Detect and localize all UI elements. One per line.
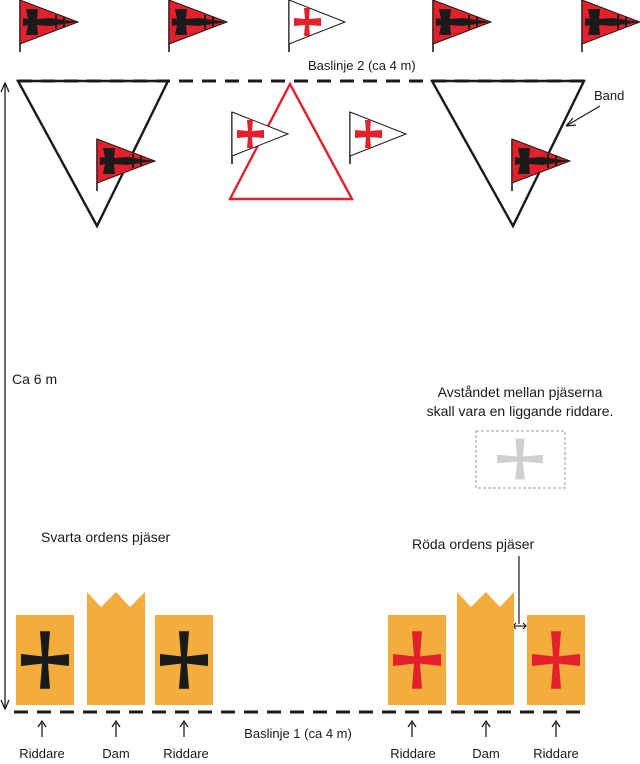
distance-arrow-top-head	[0, 81, 10, 93]
black-order-flag-icon	[432, 0, 492, 53]
piece-label-dam: Dam	[102, 746, 129, 761]
left-black-triangle	[15, 79, 170, 229]
red-order-flag-icon	[288, 0, 346, 53]
black-order-flag-icon	[19, 0, 79, 53]
black-order-flag-icon	[168, 0, 228, 53]
arrow-up-icon	[481, 720, 491, 738]
piece-label-dam: Dam	[472, 746, 499, 761]
piece-label-riddare: Riddare	[533, 746, 579, 761]
red-order-flag-icon	[231, 111, 289, 165]
arrow-up-icon	[179, 720, 189, 738]
black-queen	[87, 592, 145, 705]
band-pointer-arrow	[565, 105, 601, 127]
lying-knight-outline	[475, 430, 566, 489]
band-pointer-arrowhead	[565, 117, 577, 127]
piece-label-riddare: Riddare	[390, 746, 436, 761]
arrow-up-icon	[551, 720, 561, 738]
distance-arrow-bottom-head	[0, 699, 10, 711]
black-pieces-heading: Svarta ordens pjäser	[41, 529, 171, 545]
black-order-flag-icon	[511, 138, 571, 192]
arrow-up-icon	[407, 720, 417, 738]
distance-label: Ca 6 m	[12, 371, 57, 387]
ghost-cross-icon	[497, 438, 543, 480]
spacing-note-line-2: skall vara en liggande riddare.	[427, 403, 614, 419]
red-order-flag-icon	[349, 111, 407, 165]
piece-label-riddare: Riddare	[163, 746, 209, 761]
baseline-2-label: Baslinje 2 (ca 4 m)	[308, 58, 416, 73]
red-queen	[457, 592, 514, 705]
band-label: Band	[594, 88, 624, 103]
spacing-note-line-1: Avståndet mellan pjäserna	[438, 384, 603, 400]
black-order-flag-icon	[96, 138, 156, 192]
arrow-up-icon	[111, 720, 121, 738]
baseline-1-label: Baslinje 1 (ca 4 m)	[244, 726, 352, 741]
piece-label-riddare: Riddare	[19, 746, 65, 761]
spacing-double-arrow-head-right	[522, 622, 527, 630]
right-black-triangle	[429, 79, 586, 229]
red-pieces-heading: Röda ordens pjäser	[412, 536, 535, 552]
black-order-flag-icon	[581, 0, 640, 53]
arrow-up-icon	[37, 720, 47, 738]
